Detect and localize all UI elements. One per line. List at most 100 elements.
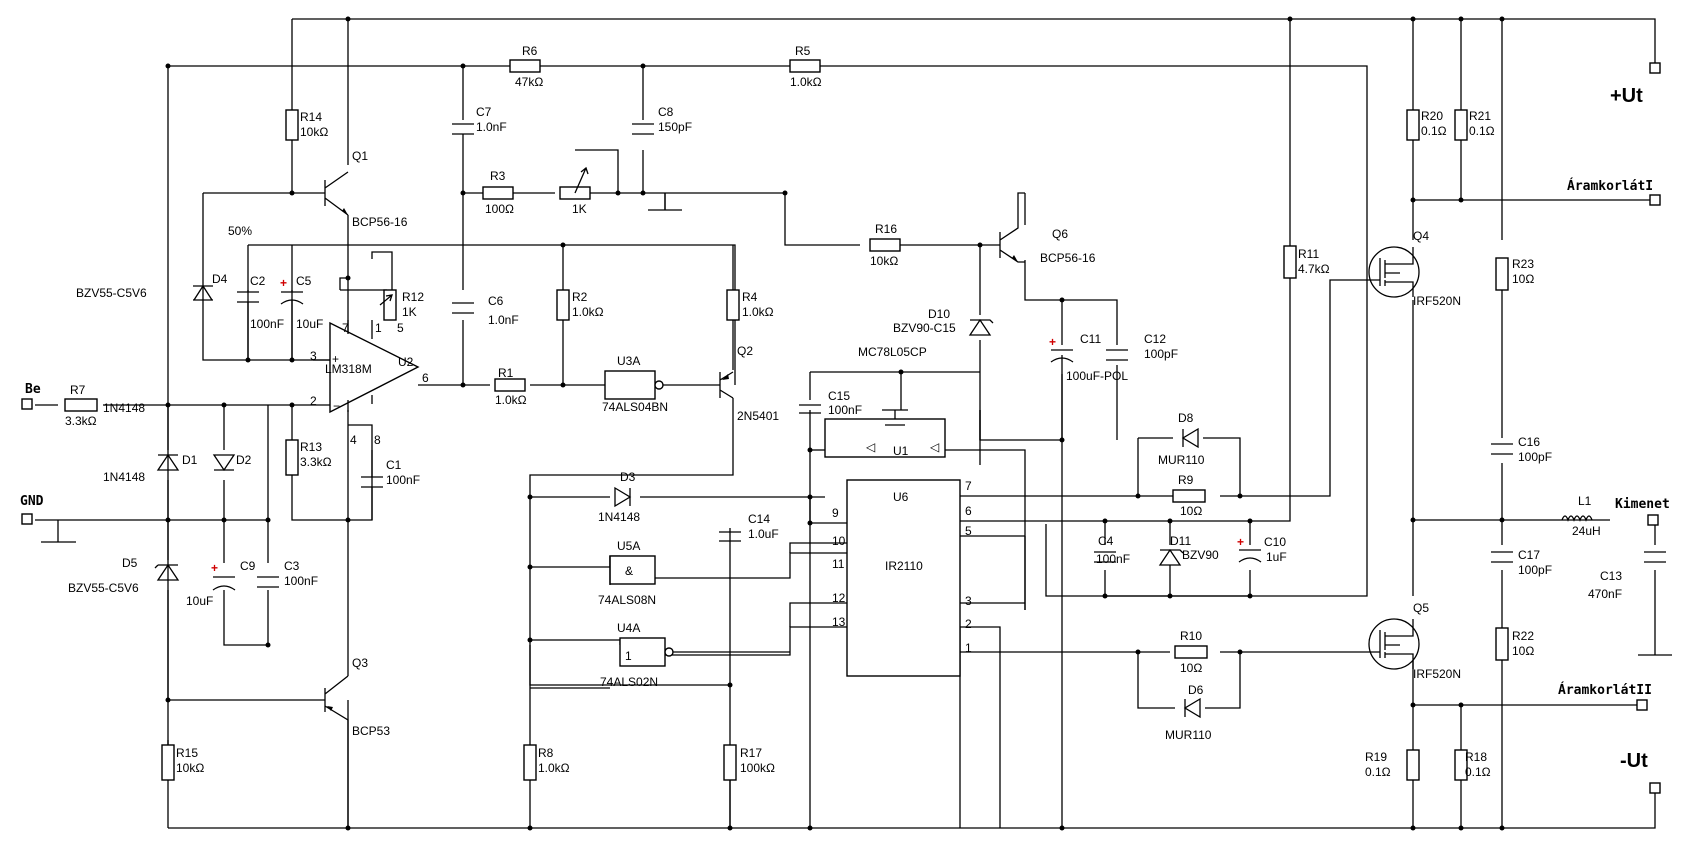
label-u4a: U4A [617,621,640,635]
value-r23: 10Ω [1512,272,1534,286]
terminal-ilim2 [1636,699,1648,711]
terminal-label-out: Kimenet [1615,497,1670,512]
resistor-r6 [509,59,541,73]
resistor-r11 [1283,245,1297,279]
terminal-ilim1 [1649,194,1661,206]
value-r21: 0.1Ω [1469,124,1495,138]
label-u1: U1 [893,444,909,458]
label-c2: C2 [250,274,266,288]
resistor-r4 [726,289,740,321]
label-r19: R19 [1365,750,1387,764]
value-q6: BCP56-16 [1040,251,1096,265]
resistor-r7 [64,398,98,412]
label-d11: D11 [1170,534,1191,548]
label-r4: R4 [742,290,758,304]
label-r3: R3 [490,169,506,183]
value-r15: 10kΩ [176,761,204,775]
value-r19: 0.1Ω [1365,765,1391,779]
value-r17: 100kΩ [740,761,775,775]
value-r2: 1.0kΩ [572,305,604,319]
label-d10: D10 [928,307,950,321]
transistor-q6 [999,192,1025,263]
transistors [324,171,1420,828]
value-r10: 10Ω [1180,661,1202,675]
u6-pin-9: 9 [832,506,839,520]
value-c16: 100pF [1518,450,1552,464]
diode-d6 [1183,697,1201,719]
capacitor-c2 [237,245,259,360]
value-c2: 100nF [250,317,284,331]
u6-pin-3: 3 [965,594,972,608]
transistor-q1 [324,171,349,216]
transistor-q2 [719,371,734,399]
diode-d10 [968,318,994,336]
svg-text:+: + [280,276,287,290]
label-c11: C11 [1080,332,1101,346]
junctions [165,16,1658,831]
driver-u6 [846,479,961,677]
resistor-r15 [161,744,175,781]
ground-symbols [41,193,1672,656]
value-r11: 4.7kΩ [1298,262,1330,276]
label-r22: R22 [1512,629,1534,643]
resistor-r20 [1406,109,1420,141]
value-c7: 1.0nF [476,120,507,134]
value-r20: 0.1Ω [1421,124,1447,138]
value-r1: 1.0kΩ [495,393,527,407]
label-q6: Q6 [1052,227,1068,241]
value-r16: 10kΩ [870,254,898,268]
label-r6: R6 [522,44,538,58]
value-c9: 10uF [186,594,213,608]
capacitor-c8 [632,123,654,135]
label-c12: C12 [1144,332,1166,346]
resistors [64,59,1509,781]
value-r7: 3.3kΩ [65,414,97,428]
terminal-label-ilim1: ÁramkorlátI [1567,178,1653,194]
value-d3: 1N4148 [598,510,640,524]
u6-pin-10: 10 [832,534,846,548]
pot-setting-label: 50% [228,224,252,238]
value-d11: BZV90 [1182,548,1219,562]
u6-pin-6: 6 [965,504,972,518]
value-c3: 100nF [284,574,318,588]
label-q1: Q1 [352,149,368,163]
value-r9: 10Ω [1180,504,1202,518]
u2-pin-3: 3 [310,349,317,363]
value-c17: 100pF [1518,563,1552,577]
u6-pin-12: 12 [832,591,846,605]
u6-pin-1: 1 [965,641,972,655]
label-r21: R21 [1469,109,1491,123]
value-d10: BZV90-C15 [893,321,956,335]
label-c9: C9 [240,559,256,573]
value-q5: IRF520N [1413,667,1461,681]
resistor-r22 [1495,627,1509,661]
terminal-gnd [21,513,33,525]
capacitor-c13 [1644,551,1666,563]
u6-pin-13: 13 [832,615,846,629]
u2-pin-5: 5 [397,321,404,335]
capacitor-c14 [719,531,741,542]
terminal-label-gnd: GND [20,494,44,509]
label-u2: U2 [398,355,414,369]
label-q3: Q3 [352,656,368,670]
terminal-out [1647,514,1659,526]
value-u1: MC78L05CP [858,345,927,359]
value-q2: 2N5401 [737,409,779,423]
resistor-r3 [482,186,514,200]
label-r15: R15 [176,746,198,760]
u2-pin-7: 7 [342,321,349,335]
capacitor-c15 [799,404,821,414]
label-d5: D5 [122,556,138,570]
resistor-r2 [556,289,570,321]
value-r3: 100Ω [485,202,514,216]
svg-text:◁: ◁ [866,440,876,454]
label-d8: D8 [1178,411,1194,425]
label-q4: Q4 [1413,229,1429,243]
resistor-r14 [285,109,299,141]
label-r13: R13 [300,440,322,454]
resistor-r8 [523,744,537,781]
value-d5: BZV55-C5V6 [68,581,139,595]
capacitors: + + + + [211,123,1666,591]
label-c16: C16 [1518,435,1540,449]
